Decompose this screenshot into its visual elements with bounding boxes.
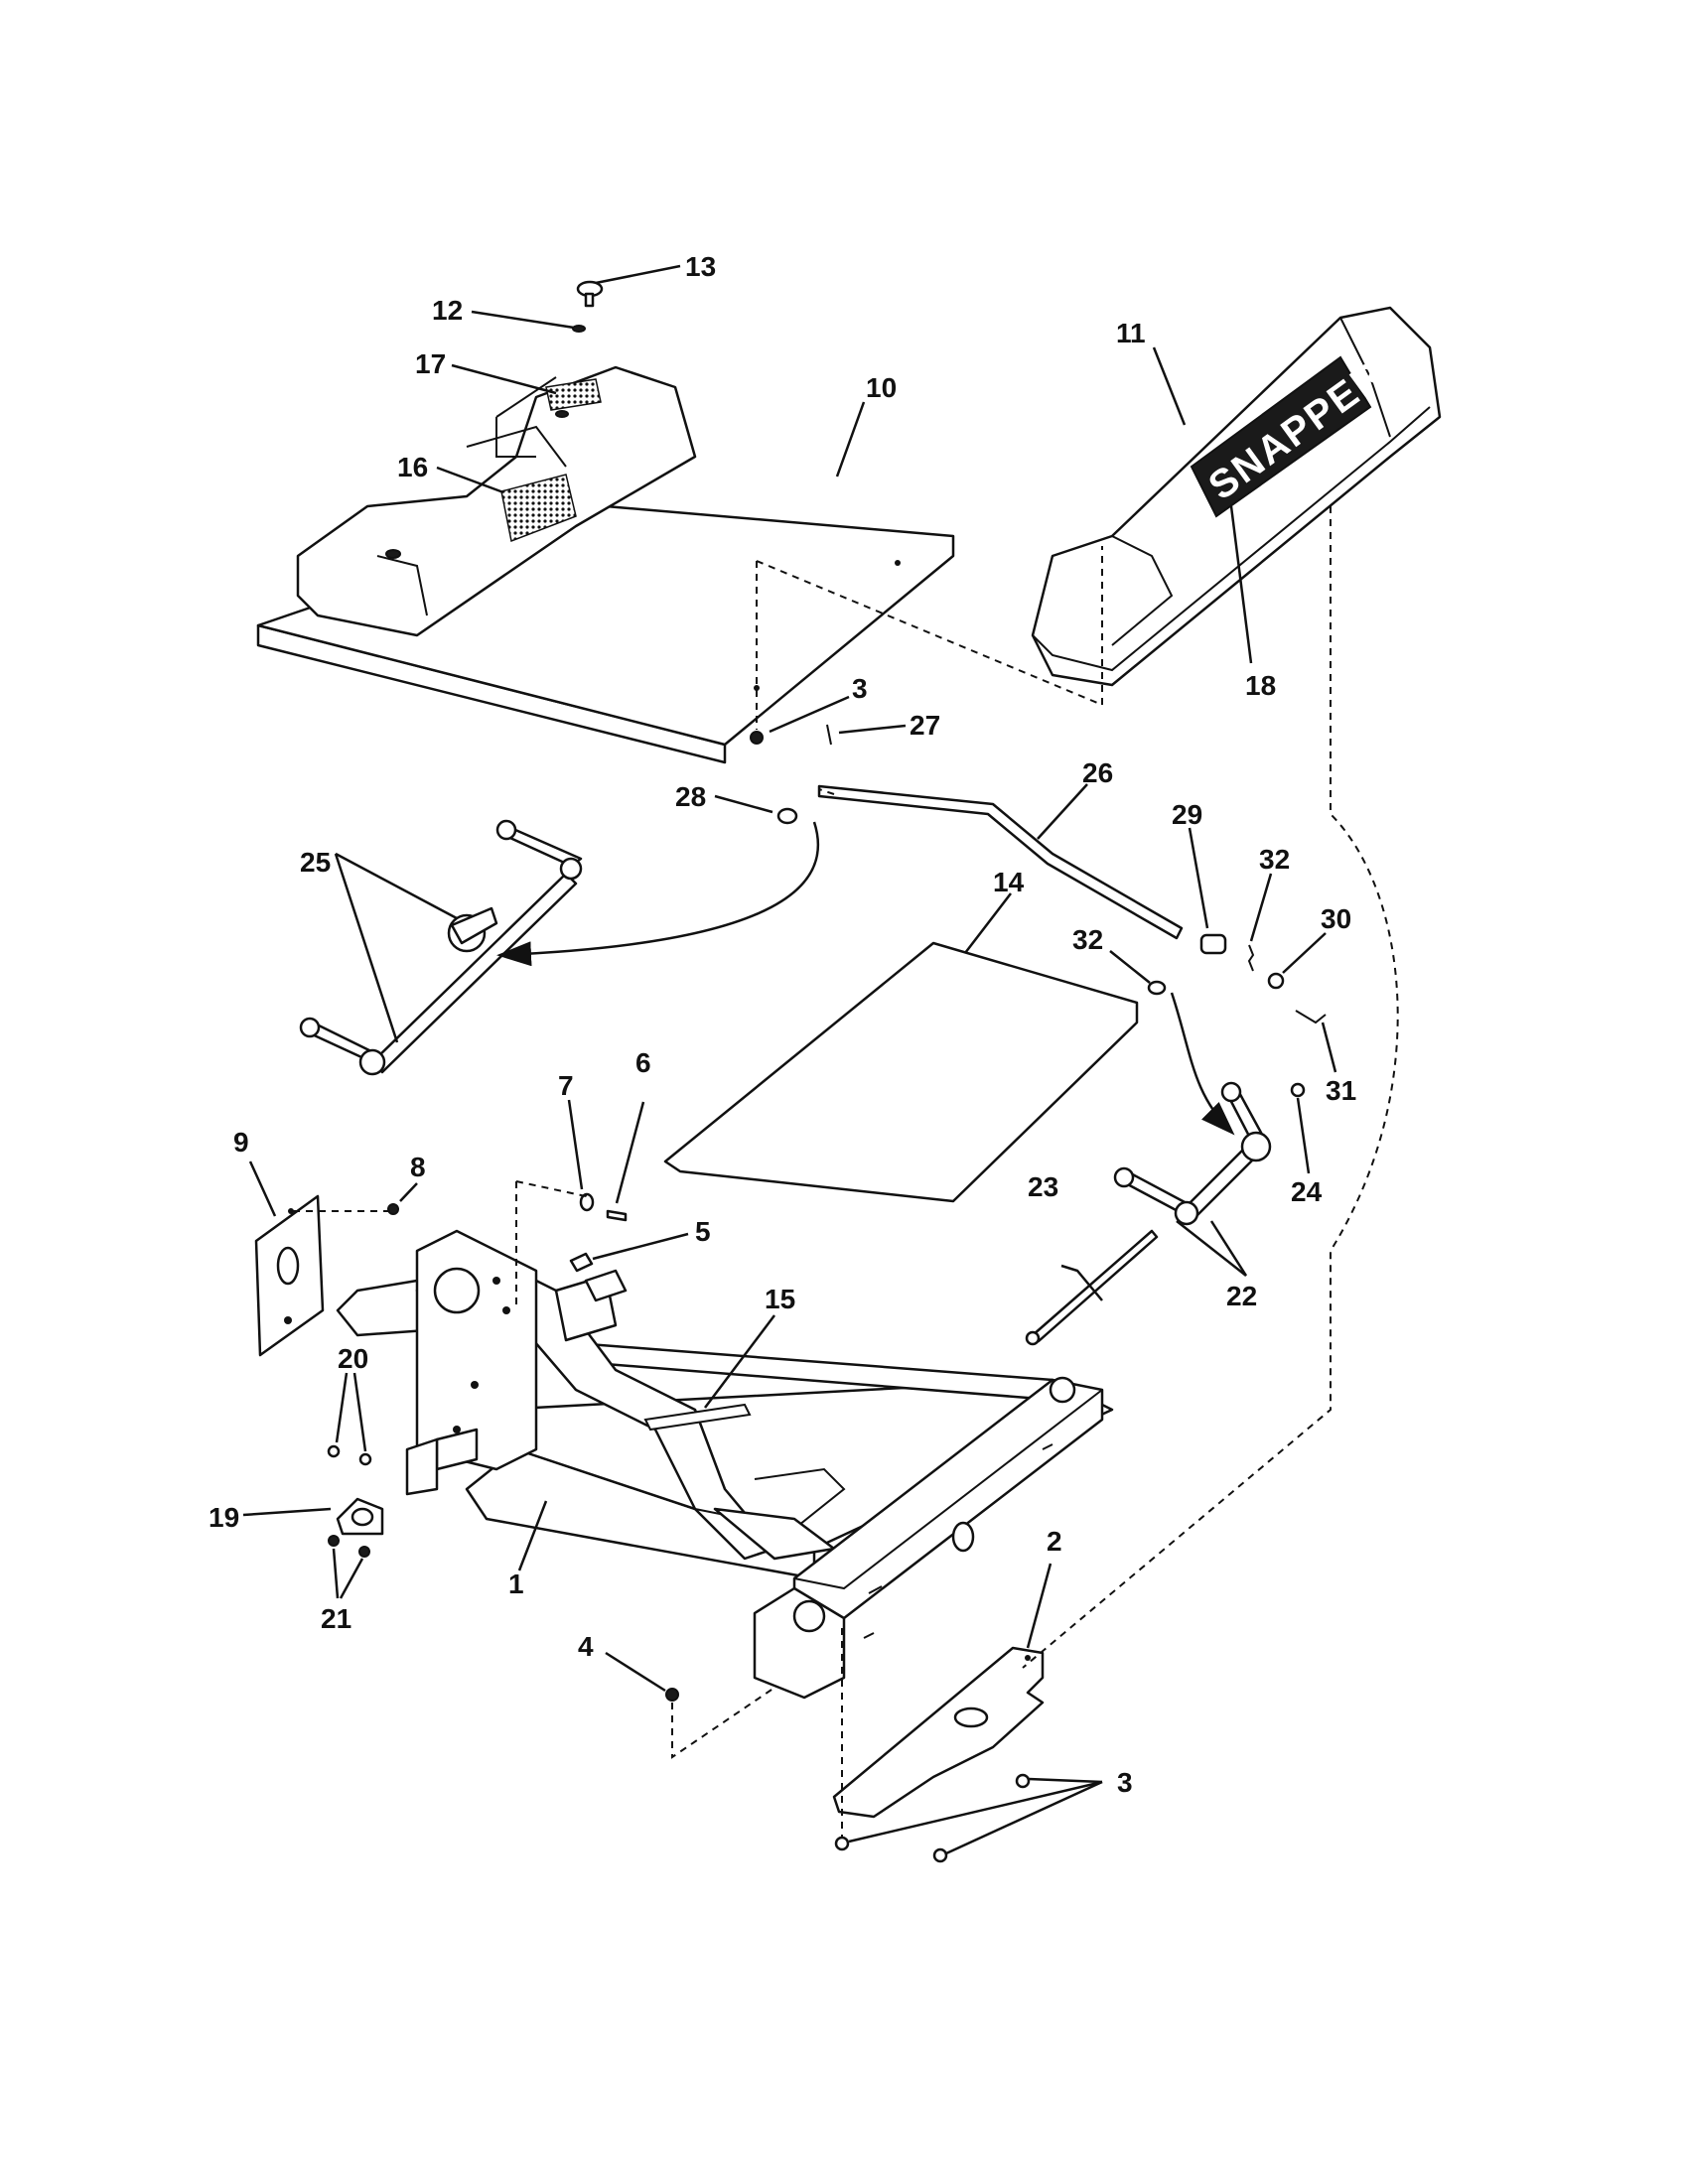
callout-3-top: 3 bbox=[852, 673, 868, 704]
callout-31: 31 bbox=[1326, 1075, 1356, 1106]
callout-18: 18 bbox=[1245, 670, 1276, 701]
callout-3-bottom: 3 bbox=[1117, 1767, 1133, 1798]
assembly-arrows bbox=[496, 821, 1235, 1136]
callout-26: 26 bbox=[1082, 757, 1113, 788]
callout-25: 25 bbox=[300, 847, 331, 878]
callout-14: 14 bbox=[993, 867, 1025, 897]
slot-15 bbox=[643, 1403, 752, 1432]
callout-13: 13 bbox=[685, 251, 716, 282]
callout-27: 27 bbox=[910, 710, 940, 741]
pivot-shaft-right bbox=[1113, 1081, 1272, 1226]
callout-15: 15 bbox=[765, 1284, 795, 1314]
callout-23: 23 bbox=[1028, 1171, 1058, 1202]
console-cover: SNAPPER bbox=[1031, 306, 1442, 687]
callout-24: 24 bbox=[1291, 1176, 1323, 1207]
callout-9: 9 bbox=[233, 1127, 249, 1158]
callout-29: 29 bbox=[1172, 799, 1202, 830]
callout-21: 21 bbox=[321, 1603, 351, 1634]
callout-32-left: 32 bbox=[1072, 924, 1103, 955]
clamp-bracket bbox=[336, 1497, 384, 1536]
callout-22: 22 bbox=[1226, 1281, 1257, 1311]
callout-19: 19 bbox=[209, 1502, 239, 1533]
assembly-dash-lines bbox=[293, 506, 1399, 1837]
callout-1: 1 bbox=[508, 1569, 524, 1599]
long-bolt bbox=[1025, 1229, 1159, 1346]
seat-pad bbox=[663, 941, 1139, 1203]
callout-11: 11 bbox=[1116, 318, 1146, 348]
leader-lines bbox=[242, 264, 1337, 1855]
callout-labels: 13 12 17 10 11 16 18 3 27 26 28 25 14 29… bbox=[209, 251, 1356, 1798]
callout-16: 16 bbox=[397, 452, 428, 482]
hood-panel bbox=[256, 365, 955, 764]
linkage-rod bbox=[817, 784, 1184, 940]
callout-8: 8 bbox=[410, 1152, 426, 1182]
callout-20: 20 bbox=[338, 1343, 368, 1374]
mounting-plate bbox=[254, 1194, 325, 1357]
callout-12: 12 bbox=[432, 295, 463, 326]
main-frame bbox=[336, 1229, 1114, 1700]
callout-5: 5 bbox=[695, 1216, 711, 1247]
callout-2: 2 bbox=[1047, 1526, 1062, 1557]
mesh-decal-16 bbox=[500, 474, 577, 543]
callout-30: 30 bbox=[1321, 903, 1351, 934]
bottom-plate bbox=[832, 1646, 1045, 1819]
callout-4: 4 bbox=[578, 1631, 594, 1662]
callout-6: 6 bbox=[635, 1047, 651, 1078]
callout-32-right: 32 bbox=[1259, 844, 1290, 875]
callout-28: 28 bbox=[675, 781, 706, 812]
callout-17: 17 bbox=[415, 348, 446, 379]
mesh-decal-17 bbox=[545, 378, 602, 411]
callout-7: 7 bbox=[558, 1070, 574, 1101]
hardware bbox=[327, 280, 1327, 1863]
pivot-shaft-left bbox=[299, 819, 583, 1076]
callout-10: 10 bbox=[866, 372, 897, 403]
